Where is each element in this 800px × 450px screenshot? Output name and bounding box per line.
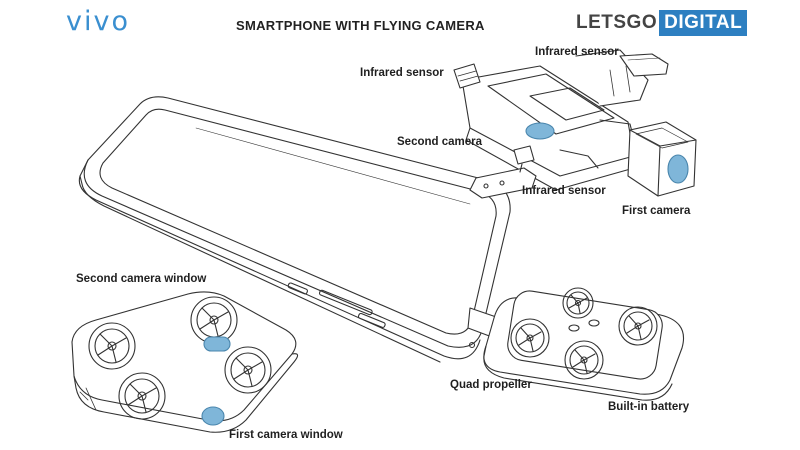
second-camera-lens — [525, 122, 555, 140]
drone-propeller-4 — [118, 372, 166, 420]
flying-camera-drone — [71, 291, 299, 433]
label-infrared-sensor-bottom: Infrared sensor — [522, 185, 606, 197]
label-built-in-battery: Built-in battery — [608, 401, 690, 413]
infrared-sensor-chip — [453, 63, 481, 89]
label-infrared-sensor-left: Infrared sensor — [360, 67, 444, 79]
battery-propeller-1 — [510, 318, 550, 358]
first-camera-window-lens — [201, 406, 225, 426]
label-first-camera-window: First camera window — [229, 429, 343, 441]
battery-propeller-2 — [562, 287, 594, 319]
camera-module — [461, 49, 697, 199]
label-infrared-sensor-top: Infrared sensor — [535, 46, 619, 58]
label-quad-propeller: Quad propeller — [450, 379, 532, 391]
first-camera-block — [627, 121, 697, 197]
letsgodigital-logo: LETSGO DIGITAL — [576, 10, 748, 36]
letsgodigital-logo-part2: DIGITAL — [659, 10, 748, 36]
letsgodigital-logo-part1: LETSGO — [576, 12, 658, 33]
drone-propeller-1 — [88, 322, 136, 370]
battery-housing — [483, 287, 684, 401]
second-camera-window-lens — [203, 336, 231, 352]
label-second-camera: Second camera — [397, 136, 483, 148]
label-first-camera: First camera — [622, 205, 691, 217]
vivo-logo: vivo — [66, 6, 130, 37]
label-second-camera-window: Second camera window — [76, 273, 207, 285]
battery-propeller-3 — [618, 306, 658, 346]
battery-propeller-4 — [564, 340, 604, 380]
page-title: SMARTPHONE WITH FLYING CAMERA — [236, 18, 485, 33]
drone-propeller-3 — [224, 346, 272, 394]
first-camera-lens — [667, 154, 689, 184]
